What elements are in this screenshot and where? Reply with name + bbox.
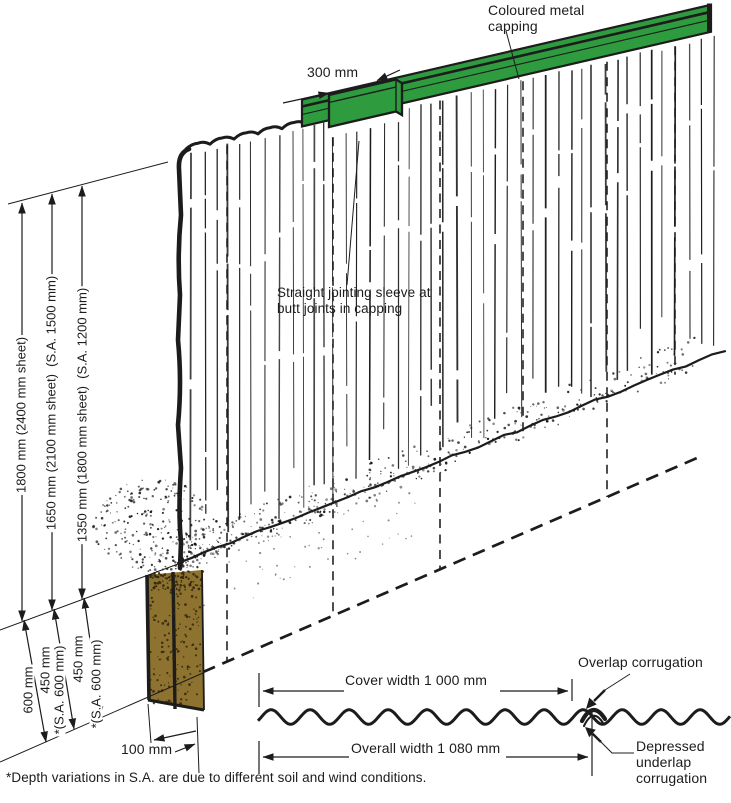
capping-leader	[505, 30, 520, 80]
height-dim-1800-label: 1800 mm (2400 mm sheet)	[13, 334, 29, 496]
underlap-arrowhead	[585, 727, 596, 738]
ground-reference-line	[0, 563, 179, 631]
sleeve-fold	[328, 86, 397, 104]
height-dim-1650-label: 1650 mm (2100 mm sheet) (S.A. 1500 mm)	[43, 273, 59, 533]
depth-dim-600-label: 600 mm	[20, 664, 36, 716]
ext-100-left	[147, 703, 152, 744]
sheet-seam	[171, 571, 177, 710]
ext-100-right	[196, 716, 200, 774]
depth-dim-450b-label: 450 mm	[70, 633, 86, 685]
sleeve-length-dim-label: 300 mm	[307, 64, 359, 80]
overlap-leader	[604, 673, 631, 691]
fence-left-edge	[175, 146, 192, 571]
depth-dim-450a-label: 450 mm	[37, 644, 53, 696]
profile-wave	[256, 708, 731, 726]
trench-bottom-dashed	[202, 456, 698, 674]
depth-dim-450a-alt-label: *(S.A. 600 mm)	[51, 643, 67, 737]
post-width-dim-label: 100 mm	[121, 741, 173, 757]
dim-300-left-arrow	[282, 91, 330, 104]
overlap-arrowhead	[586, 697, 597, 709]
overlap-corrugation-label: Overlap corrugation	[578, 654, 703, 670]
overlap-leaders	[600, 673, 634, 754]
sleeve-note-label: Straight jointing sleeve at butt joints …	[277, 285, 431, 316]
capping-label: Coloured metal capping	[488, 2, 585, 35]
ground-line	[176, 350, 727, 565]
bold-arrows	[585, 689, 606, 743]
top-reference-line	[7, 161, 169, 205]
footing-speckle	[147, 570, 205, 705]
dim-100-left-arrow	[153, 730, 197, 742]
corrugation-lines	[189, 35, 715, 541]
depth-dim-450b-alt-label: *(S.A. 600 mm)	[88, 637, 104, 731]
underlap-corrugation-arc	[582, 714, 605, 728]
corrugation-profile	[256, 673, 731, 776]
overall-width-label: Overall width 1 080 mm	[351, 740, 501, 756]
buried-sheet-footing	[145, 569, 205, 712]
overlap-corrugation-arc	[579, 707, 608, 724]
height-dim-1350-label: 1350 mm (1800 mm sheet) (S.A. 1200 mm)	[74, 285, 90, 545]
footnote: *Depth variations in S.A. are due to dif…	[6, 770, 427, 785]
footing-right-edge	[201, 569, 205, 711]
dim-300-right-arrow	[376, 69, 401, 82]
footing-left-edge	[145, 574, 151, 701]
dim-600	[22, 619, 48, 743]
sheet-joint-dashed-lines	[226, 46, 676, 662]
coloured-metal-capping	[300, 3, 713, 129]
sleeve-note-leader	[346, 140, 360, 286]
cover-width-label: Cover width 1 000 mm	[345, 672, 488, 688]
underlap-corrugation-label: Depressed underlap corrugation	[636, 738, 708, 787]
jointing-sleeve	[327, 78, 404, 129]
dim-100-right-arrow	[174, 743, 196, 753]
underlap-leader	[600, 741, 634, 754]
